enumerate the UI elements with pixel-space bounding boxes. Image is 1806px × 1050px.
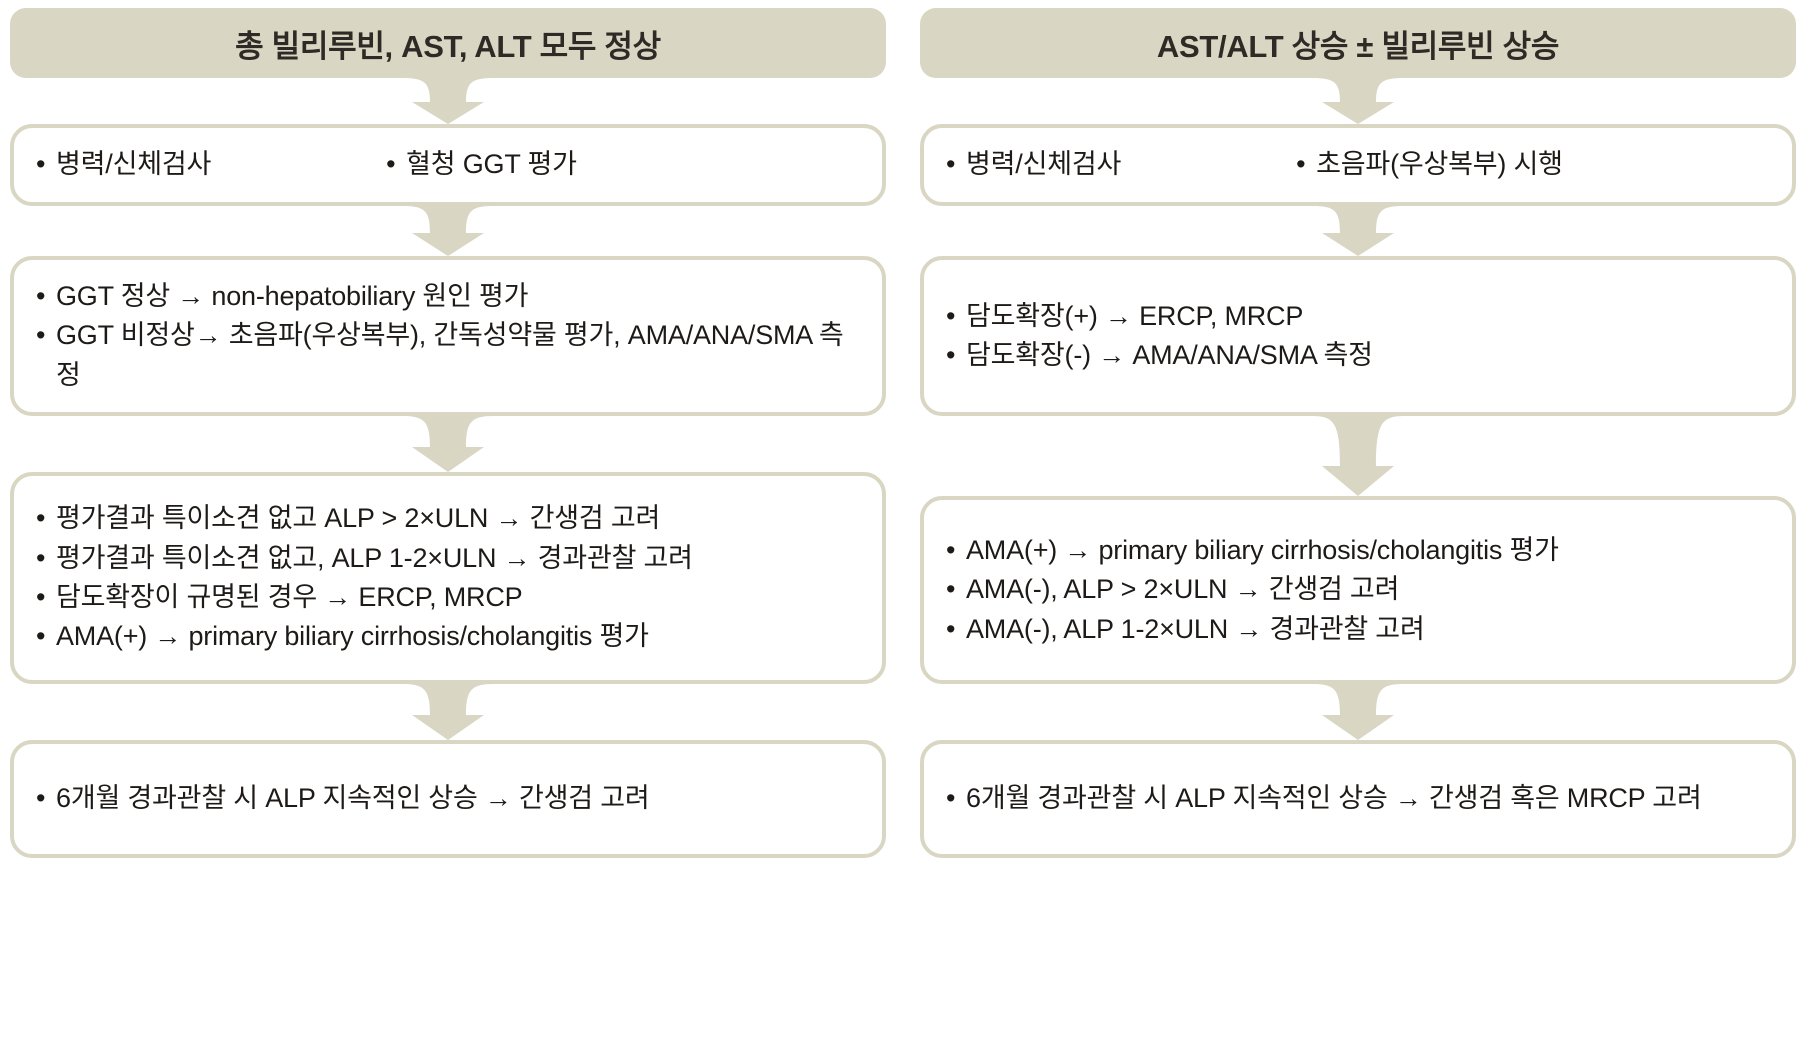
- connector-arrow: [10, 684, 886, 740]
- bullet-text: AMA(-), ALP 1-2×ULN → 경과관찰 고려: [966, 613, 1425, 644]
- down-arrow-icon: [1312, 78, 1404, 124]
- bullet-dot-icon: •: [946, 783, 956, 814]
- bullet-text: AMA(-), ALP > 2×ULN → 간생검 고려: [966, 574, 1400, 605]
- connector-arrow: [920, 206, 1796, 256]
- left-step-3-box: • 평가결과 특이소견 없고 ALP > 2×ULN → 간생검 고려 • 평가…: [10, 472, 886, 684]
- bullet-row: • 병력/신체검사 • 혈청 GGT 평가: [36, 145, 860, 184]
- bullet-dot-icon: •: [946, 340, 956, 370]
- down-arrow-icon: [1312, 416, 1404, 496]
- bullet-dot-icon: •: [36, 542, 46, 573]
- bullet-item: • GGT 정상 → non-hepatobiliary 원인 평가: [36, 277, 860, 316]
- right-step-2-box: • 담도확장(+) → ERCP, MRCP • 담도확장(-) → AMA/A…: [920, 256, 1796, 416]
- bullet-text: 병력/신체검사: [56, 149, 212, 180]
- bullet-dot-icon: •: [36, 503, 46, 534]
- bullet-dot-icon: •: [1296, 149, 1306, 180]
- bullet-text: 병력/신체검사: [966, 149, 1122, 180]
- bullet-text: 초음파(우상복부) 시행: [1316, 149, 1563, 180]
- connector-arrow: [10, 206, 886, 256]
- connector-arrow: [920, 416, 1796, 496]
- right-step-3-box: • AMA(+) → primary biliary cirrhosis/cho…: [920, 496, 1796, 684]
- bullet-dot-icon: •: [36, 783, 46, 814]
- bullet-item: • 초음파(우상복부) 시행: [1296, 145, 1563, 184]
- bullet-item: • 담도확장(+) → ERCP, MRCP: [946, 297, 1770, 336]
- bullet-item: • 6개월 경과관찰 시 ALP 지속적인 상승 → 간생검 혹은 MRCP 고…: [946, 779, 1770, 818]
- bullet-item: • 평가결과 특이소견 없고 ALP > 2×ULN → 간생검 고려: [36, 499, 860, 538]
- bullet-text: 담도확장(+) → ERCP, MRCP: [966, 300, 1304, 331]
- bullet-item: • 병력/신체검사: [946, 145, 1121, 184]
- bullet-text: 6개월 경과관찰 시 ALP 지속적인 상승 → 간생검 혹은 MRCP 고려: [966, 783, 1702, 814]
- bullet-dot-icon: •: [946, 574, 956, 605]
- down-arrow-icon: [402, 416, 494, 472]
- connector-arrow: [920, 684, 1796, 740]
- bullet-text: GGT 비정상→ 초음파(우상복부), 간독성약물 평가, AMA/ANA/SM…: [56, 320, 844, 390]
- down-arrow-icon: [402, 684, 494, 740]
- bullet-text: GGT 정상 → non-hepatobiliary 원인 평가: [56, 280, 529, 311]
- bullet-text: 평가결과 특이소견 없고, ALP 1-2×ULN → 경과관찰 고려: [56, 542, 693, 573]
- connector-arrow: [10, 416, 886, 472]
- bullet-item: • AMA(-), ALP > 2×ULN → 간생검 고려: [946, 570, 1770, 609]
- bullet-text: AMA(+) → primary biliary cirrhosis/chola…: [56, 621, 649, 652]
- bullet-row: • 병력/신체검사 • 초음파(우상복부) 시행: [946, 145, 1770, 184]
- flowchart-column-right: AST/ALT 상승 ± 빌리루빈 상승 • 병력/신체검사 • 초음파(우상복…: [910, 0, 1806, 1050]
- right-step-1-box: • 병력/신체검사 • 초음파(우상복부) 시행: [920, 124, 1796, 206]
- bullet-item: • AMA(-), ALP 1-2×ULN → 경과관찰 고려: [946, 610, 1770, 649]
- connector-arrow: [10, 78, 886, 124]
- bullet-dot-icon: •: [36, 582, 46, 612]
- bullet-item: • 6개월 경과관찰 시 ALP 지속적인 상승 → 간생검 고려: [36, 779, 860, 818]
- bullet-text: 평가결과 특이소견 없고 ALP > 2×ULN → 간생검 고려: [56, 503, 661, 534]
- flowchart-column-left: 총 빌리루빈, AST, ALT 모두 정상 • 병력/신체검사 • 혈청 GG…: [0, 0, 896, 1050]
- connector-arrow: [920, 78, 1796, 124]
- bullet-dot-icon: •: [946, 300, 956, 331]
- bullet-text: AMA(+) → primary biliary cirrhosis/chola…: [966, 534, 1559, 565]
- column-header-right: AST/ALT 상승 ± 빌리루빈 상승: [920, 8, 1796, 78]
- bullet-dot-icon: •: [36, 621, 46, 652]
- bullet-item: • 혈청 GGT 평가: [386, 145, 577, 184]
- bullet-text: 담도확장(-) → AMA/ANA/SMA 측정: [966, 340, 1373, 370]
- bullet-item: • AMA(+) → primary biliary cirrhosis/cho…: [946, 531, 1770, 570]
- bullet-dot-icon: •: [946, 613, 956, 644]
- bullet-dot-icon: •: [386, 149, 396, 180]
- column-header-right-label: AST/ALT 상승 ± 빌리루빈 상승: [1156, 28, 1560, 64]
- bullet-dot-icon: •: [946, 534, 956, 565]
- bullet-dot-icon: •: [946, 149, 956, 180]
- bullet-item: • 평가결과 특이소견 없고, ALP 1-2×ULN → 경과관찰 고려: [36, 539, 860, 578]
- bullet-text: 6개월 경과관찰 시 ALP 지속적인 상승 → 간생검 고려: [56, 783, 650, 814]
- column-header-left: 총 빌리루빈, AST, ALT 모두 정상: [10, 8, 886, 78]
- bullet-item: • 담도확장(-) → AMA/ANA/SMA 측정: [946, 336, 1770, 375]
- column-header-left-label: 총 빌리루빈, AST, ALT 모두 정상: [235, 28, 661, 64]
- bullet-item: • 병력/신체검사: [36, 145, 211, 184]
- left-step-1-box: • 병력/신체검사 • 혈청 GGT 평가: [10, 124, 886, 206]
- down-arrow-icon: [1312, 206, 1404, 256]
- bullet-text: 혈청 GGT 평가: [406, 149, 577, 180]
- down-arrow-icon: [1312, 684, 1404, 740]
- left-step-4-box: • 6개월 경과관찰 시 ALP 지속적인 상승 → 간생검 고려: [10, 740, 886, 858]
- down-arrow-icon: [402, 206, 494, 256]
- bullet-item: • GGT 비정상→ 초음파(우상복부), 간독성약물 평가, AMA/ANA/…: [36, 316, 860, 395]
- bullet-item: • 담도확장이 규명된 경우 → ERCP, MRCP: [36, 578, 860, 617]
- bullet-text: 담도확장이 규명된 경우 → ERCP, MRCP: [56, 582, 523, 612]
- bullet-dot-icon: •: [36, 320, 46, 351]
- right-step-4-box: • 6개월 경과관찰 시 ALP 지속적인 상승 → 간생검 혹은 MRCP 고…: [920, 740, 1796, 858]
- down-arrow-icon: [402, 78, 494, 124]
- left-step-2-box: • GGT 정상 → non-hepatobiliary 원인 평가 • GGT…: [10, 256, 886, 416]
- bullet-dot-icon: •: [36, 280, 46, 311]
- bullet-dot-icon: •: [36, 149, 46, 180]
- bullet-item: • AMA(+) → primary biliary cirrhosis/cho…: [36, 617, 860, 656]
